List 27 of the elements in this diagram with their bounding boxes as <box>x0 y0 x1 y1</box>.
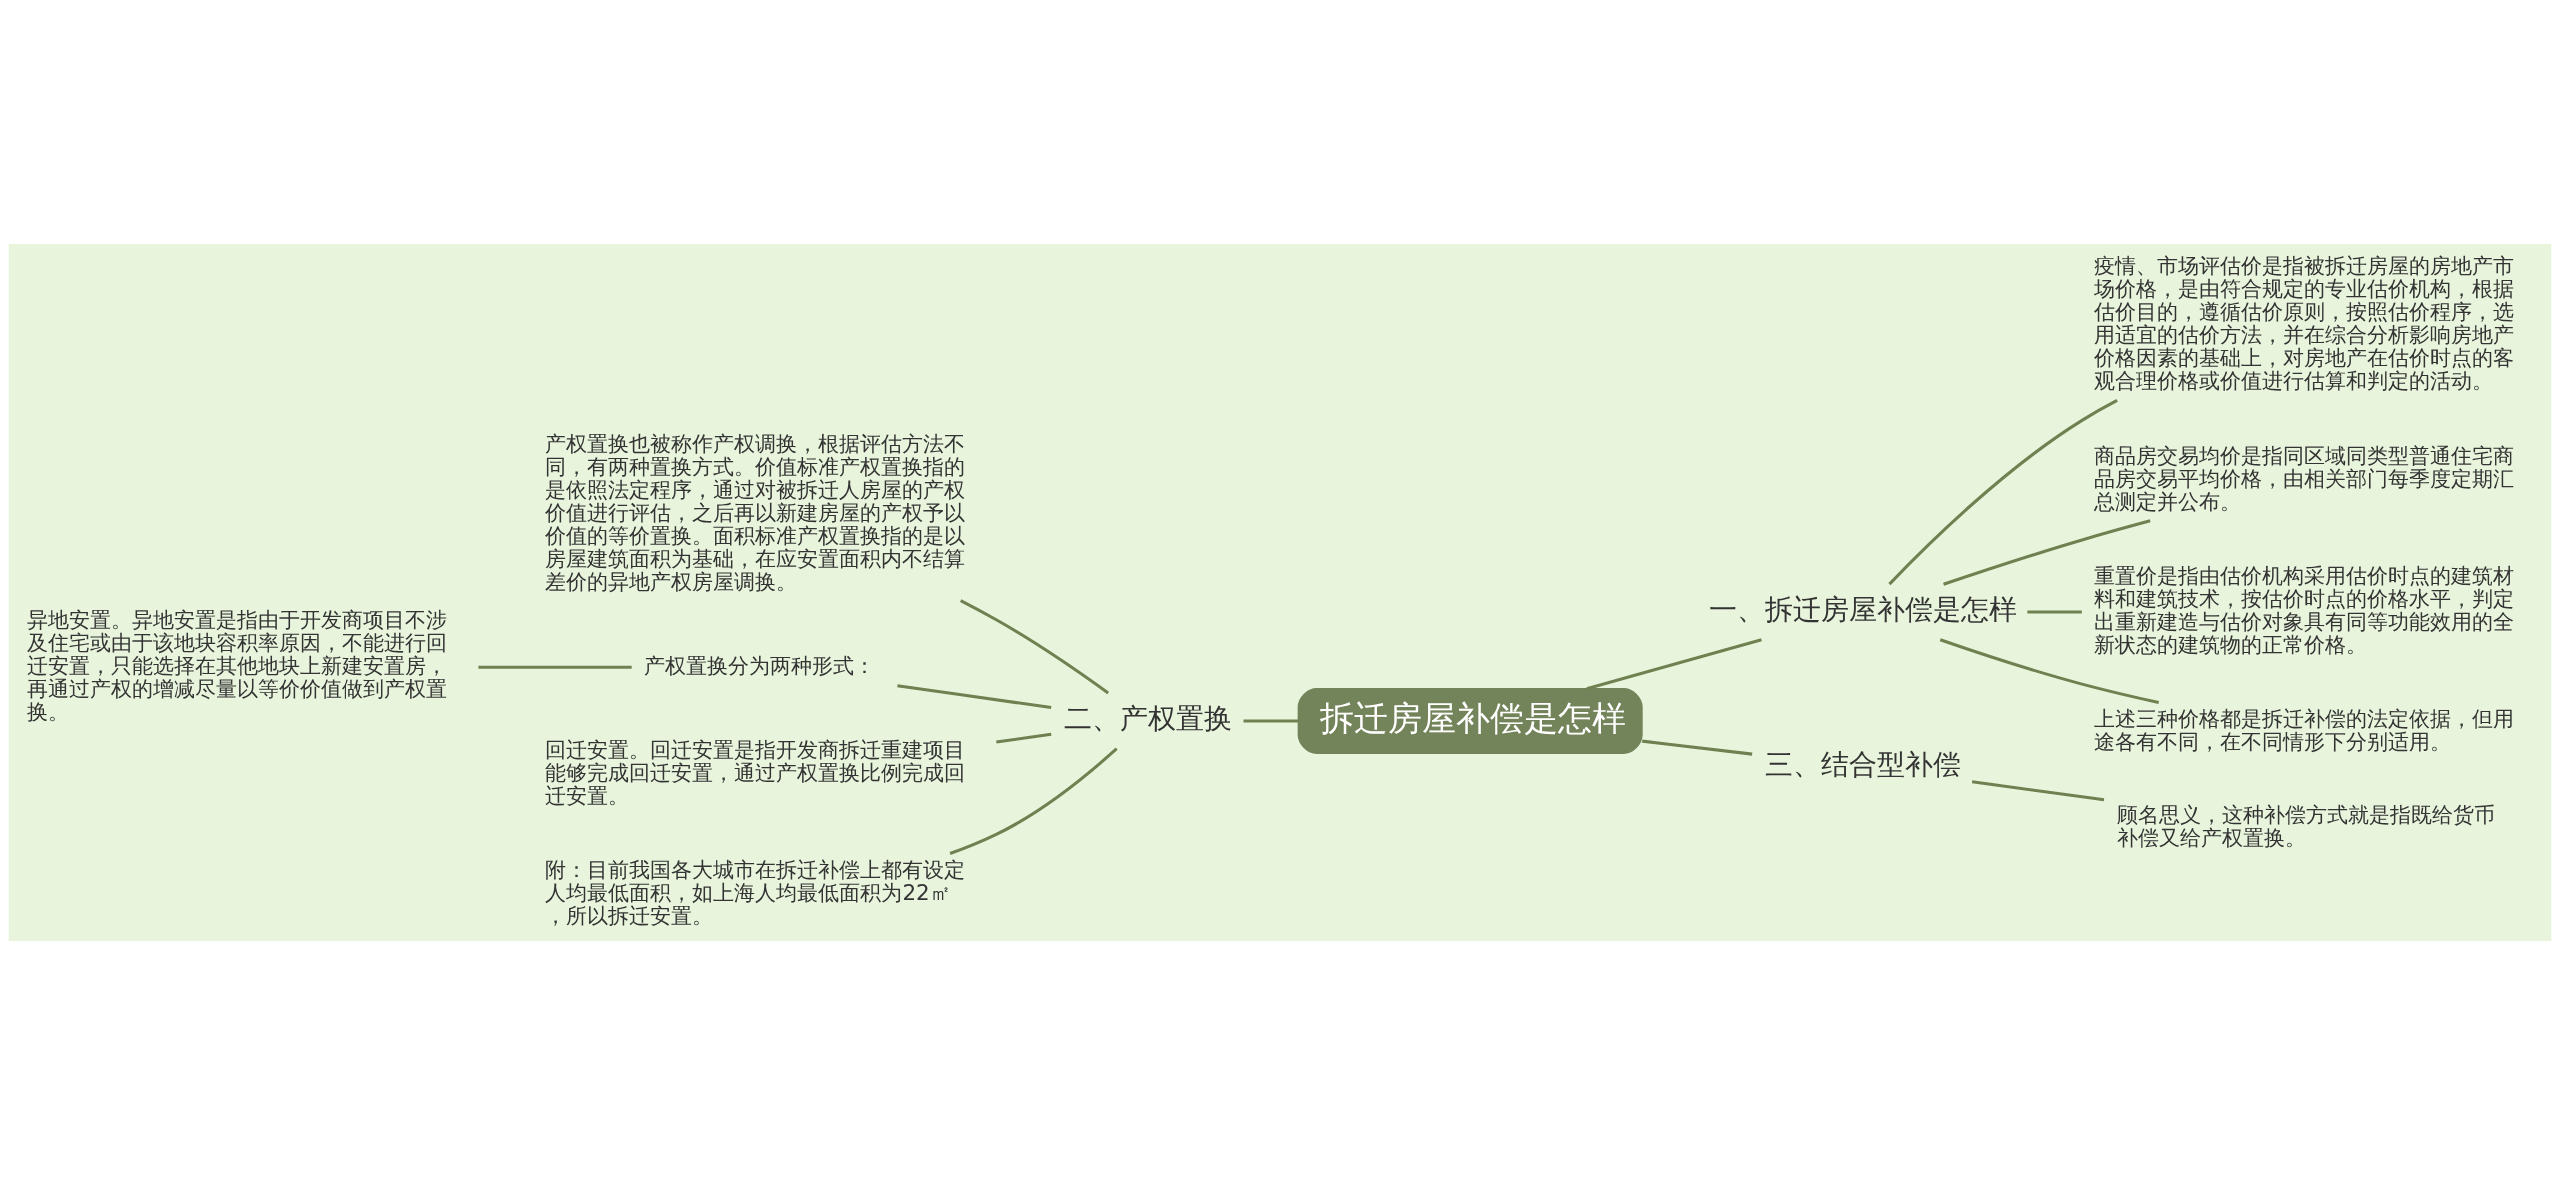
connector <box>1586 637 1762 690</box>
connector <box>1939 637 2160 704</box>
node-text: 异地安置。异地安置是指由于开发商项目不涉及住宅或由于该地块容积率原因，不能进行回迁安置，只能选择在其他地块上新建安置房，再通过产权的增减尽量以等价价值做到产权置换。 <box>27 606 448 724</box>
node-text: 产权置换也被称作产权调换，根据评估方法不同，有两种置换方式。价值标准产权置换指的是依照法定程序，通过对被拆迁人房屋的产权价值进行评估，之后再以新建房屋的产权予以价值的等价置换。面积标准产权置换指的是以房屋建筑面积为基础，在应安置面积内不结算差价的异地产权房屋调换。 <box>545 430 966 594</box>
connector <box>478 665 632 669</box>
connector <box>1971 779 2105 801</box>
connector <box>996 732 1052 744</box>
node-text: 商品房交易均价是指同区域同类型普通住宅商品房交易平均价格，由相关部门每季度定期汇总测定并公布。 <box>2094 442 2515 514</box>
node-text: 顾名思义，这种补偿方式就是指既给货币补偿又给产权置换。 <box>2116 801 2495 850</box>
node-text: 重置价是指由估价机构采用估价时点的建筑材料和建筑技术，按估价时点的价格水平，判定出重新建造与估价对象具有同等功能效用的全新状态的建筑物的正常价格。 <box>2094 562 2515 657</box>
node-text: 附：目前我国各大城市在拆迁补偿上都有设定人均最低面积，如上海人均最低面积为22㎡，所以拆迁安置。 <box>545 856 966 928</box>
connector <box>897 683 1052 709</box>
connector <box>1243 718 1299 722</box>
node-text: 疫情、市场评估价是指被拆迁房屋的房地产市场价格，是由符合规定的专业估价机构，根据估价目的，遵循估价原则，按照估价程序，选用适宜的估价方法，并在综合分析影响房地产价格因素的基础上，对房地产在估价时点的客观合理价格或价值进行估算和判定的活动。 <box>2094 252 2515 393</box>
connector <box>2027 610 2082 614</box>
node-text: 产权置换分为两种形式： <box>644 652 876 678</box>
node-text: 一、拆迁房屋补偿是怎样 <box>1709 592 2018 626</box>
node-text: 二、产权置换 <box>1063 701 1232 735</box>
connector <box>1642 739 1753 756</box>
connector <box>1943 518 2151 586</box>
node-text: 三、结合型补偿 <box>1764 747 1961 781</box>
node-text: 上述三种价格都是拆迁补偿的法定依据，但用途各有不同，在不同情形下分别适用。 <box>2094 705 2515 754</box>
node-box: 拆迁房屋补偿是怎样 <box>1297 687 1643 754</box>
connector <box>960 598 1110 694</box>
connector <box>1888 398 2118 585</box>
connector <box>949 747 1118 855</box>
node-text: 回迁安置。回迁安置是指开发商拆迁重建项目能够完成回迁安置，通过产权置换比例完成回迁安置。 <box>545 736 966 808</box>
